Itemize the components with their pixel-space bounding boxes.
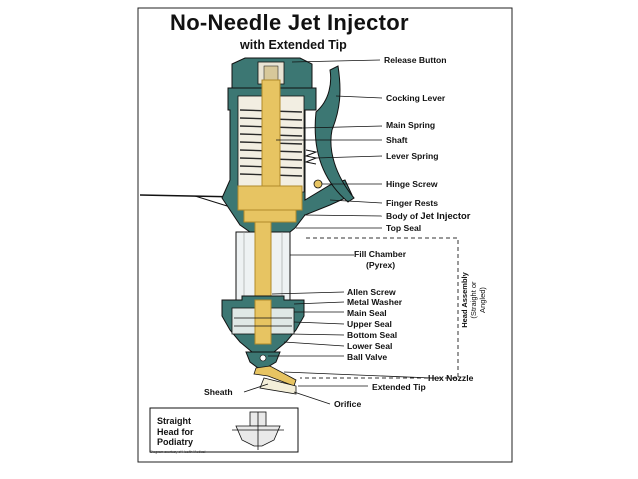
label-body: Body of Jet Injector xyxy=(386,210,471,222)
label-upper-seal: Upper Seal xyxy=(347,319,392,329)
sheath xyxy=(259,377,297,395)
label-sheath: Sheath xyxy=(204,387,233,397)
label-shaft: Shaft xyxy=(386,135,408,145)
label-top-seal: Top Seal xyxy=(386,223,422,233)
label-hex-nozzle: Hex Nozzle xyxy=(428,373,474,383)
label-release-button: Release Button xyxy=(384,55,447,65)
label-head-assembly-line2: (Straight or Angled) xyxy=(469,281,487,319)
label-lever-spring: Lever Spring xyxy=(386,151,439,161)
hinge-screw xyxy=(313,179,323,189)
diagram-subtitle: with Extended Tip xyxy=(240,38,347,52)
diagram-frame xyxy=(137,7,513,463)
label-allen-screw: Allen Screw xyxy=(347,287,396,297)
image-credit: Diagram courtesy of Health Medical xyxy=(150,450,206,454)
label-lower-seal: Lower Seal xyxy=(347,341,393,351)
label-main-seal: Main Seal xyxy=(347,308,387,318)
cocking-lever xyxy=(314,65,355,203)
label-pyrex: (Pyrex) xyxy=(366,260,396,270)
label-bottom-seal: Bottom Seal xyxy=(347,330,398,340)
label-body-bold: Jet Injector xyxy=(420,210,471,221)
label-orifice: Orifice xyxy=(334,399,362,409)
leader-lines xyxy=(243,59,433,405)
label-metal-washer: Metal Washer xyxy=(347,297,403,307)
diagram-title: No-Needle Jet Injector xyxy=(170,10,409,35)
label-cocking-lever: Cocking Lever xyxy=(386,93,446,103)
label-ball-valve: Ball Valve xyxy=(347,352,388,362)
label-finger-rests: Finger Rests xyxy=(386,198,439,208)
label-extended-tip: Extended Tip xyxy=(372,382,426,392)
inset-nozzle-figure xyxy=(232,411,284,450)
label-hinge-screw: Hinge Screw xyxy=(386,179,438,189)
ball-valve xyxy=(259,354,267,362)
label-head-assembly: Head Assembly (Straight or Angled) xyxy=(460,270,487,330)
label-main-spring: Main Spring xyxy=(386,120,436,130)
label-body-prefix: Body of xyxy=(386,211,418,221)
inset-label: Straight Head for Podiatry xyxy=(157,416,194,447)
shaft xyxy=(261,79,281,191)
label-head-assembly-line1: Head Assembly xyxy=(460,272,469,328)
label-fill-chamber: Fill Chamber xyxy=(354,249,407,259)
